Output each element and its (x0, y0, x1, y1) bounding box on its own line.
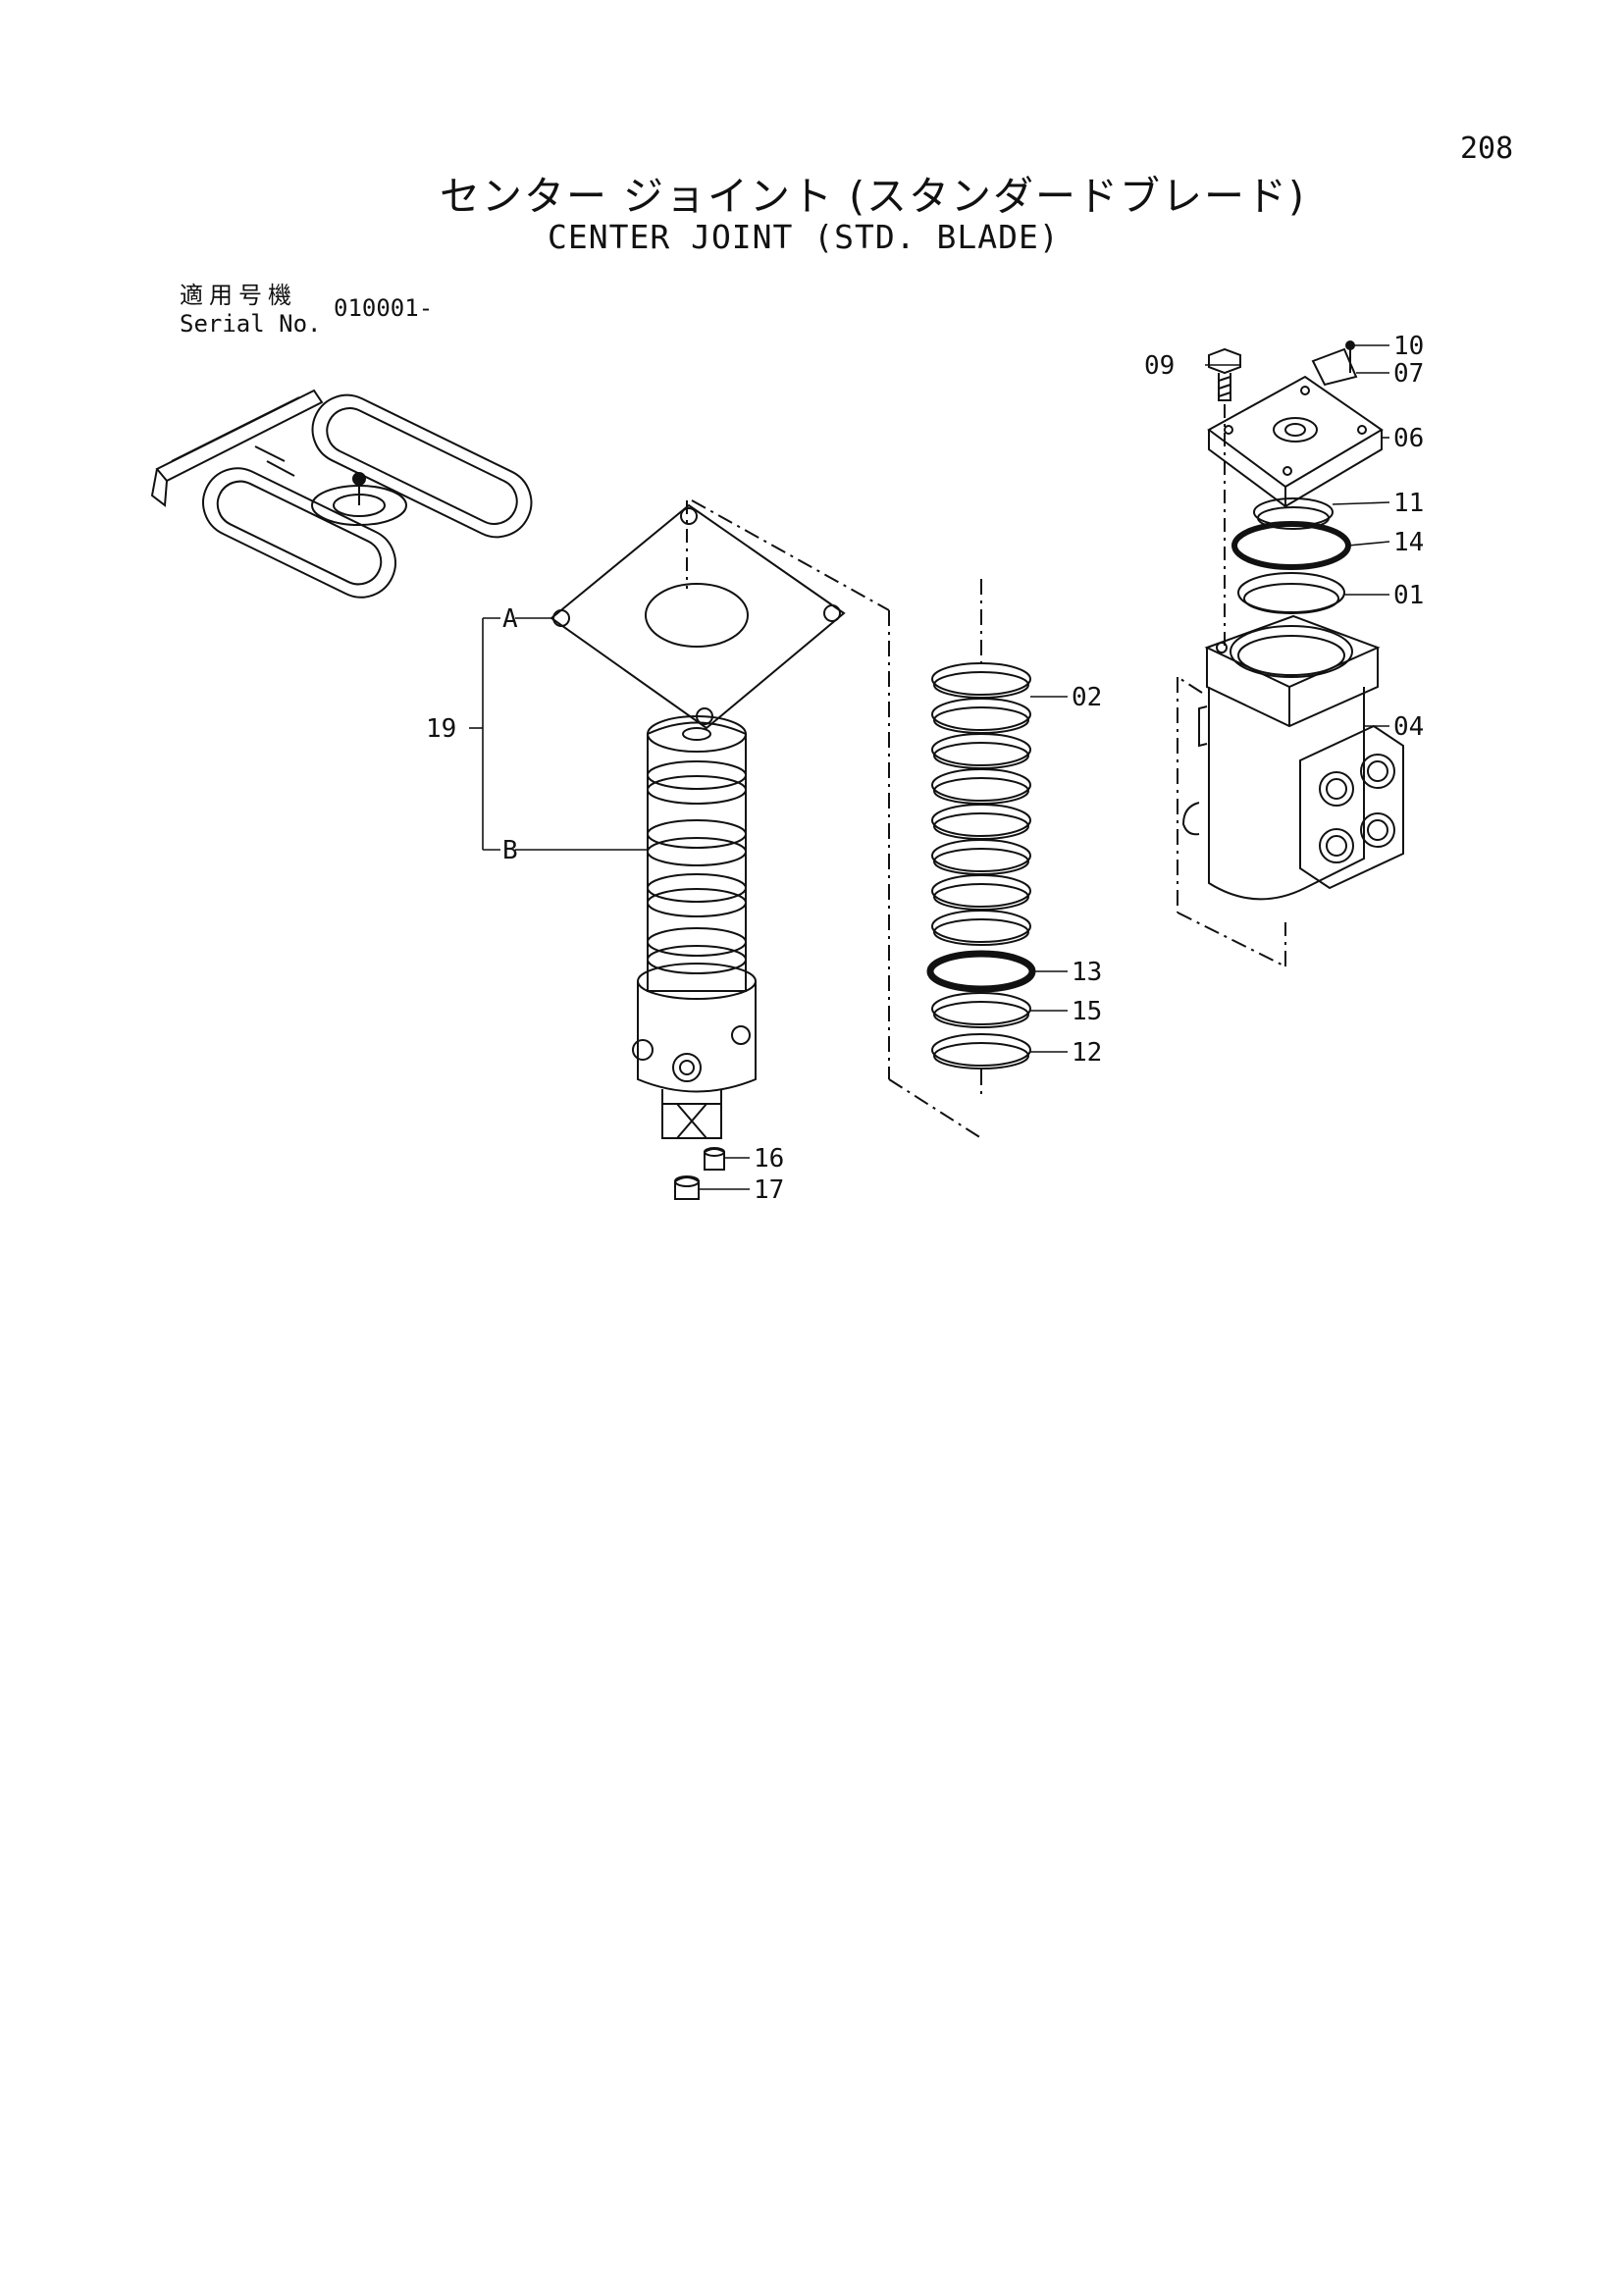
callout-14: 14 (1393, 528, 1425, 557)
callout-15: 15 (1072, 997, 1103, 1026)
cover-06 (1207, 375, 1384, 508)
title-japanese: センター ジョイント (スタンダードブレード) (440, 173, 1307, 220)
callout-11: 11 (1393, 489, 1425, 518)
serial-label-japanese: 適用号機 (180, 282, 297, 309)
seal-ring-stack (926, 662, 1036, 1070)
callout-12: 12 (1072, 1038, 1103, 1068)
callout-10: 10 (1393, 332, 1425, 361)
callout-16: 16 (754, 1144, 785, 1174)
callout-B: B (502, 836, 518, 865)
housing-04 (1181, 614, 1404, 901)
assembly-centerlines (691, 499, 1286, 1139)
spindle-B (632, 715, 757, 1139)
callout-A: A (502, 604, 518, 634)
serial-number-value: 010001- (334, 294, 434, 322)
flange-plate-A (550, 500, 846, 730)
bolt-09 (1208, 347, 1241, 648)
undercarriage-locator-illustration (150, 389, 533, 599)
page-number: 208 (1460, 131, 1514, 166)
callout-02: 02 (1072, 683, 1103, 712)
callout-07: 07 (1393, 359, 1425, 389)
rings-11-14-01 (1231, 497, 1351, 614)
callout-01: 01 (1393, 581, 1425, 610)
callout-13: 13 (1072, 958, 1103, 987)
title-english: CENTER JOINT (STD. BLADE) (548, 218, 1060, 256)
callout-19: 19 (426, 714, 457, 744)
serial-label-english: Serial No. (180, 310, 322, 338)
callout-04: 04 (1393, 712, 1425, 742)
callout-09: 09 (1144, 351, 1176, 381)
nameplate-07 (1311, 340, 1358, 387)
callout-06: 06 (1393, 424, 1425, 453)
leader-lines (469, 344, 1390, 1190)
callout-17: 17 (754, 1175, 785, 1205)
plugs (674, 1147, 725, 1200)
